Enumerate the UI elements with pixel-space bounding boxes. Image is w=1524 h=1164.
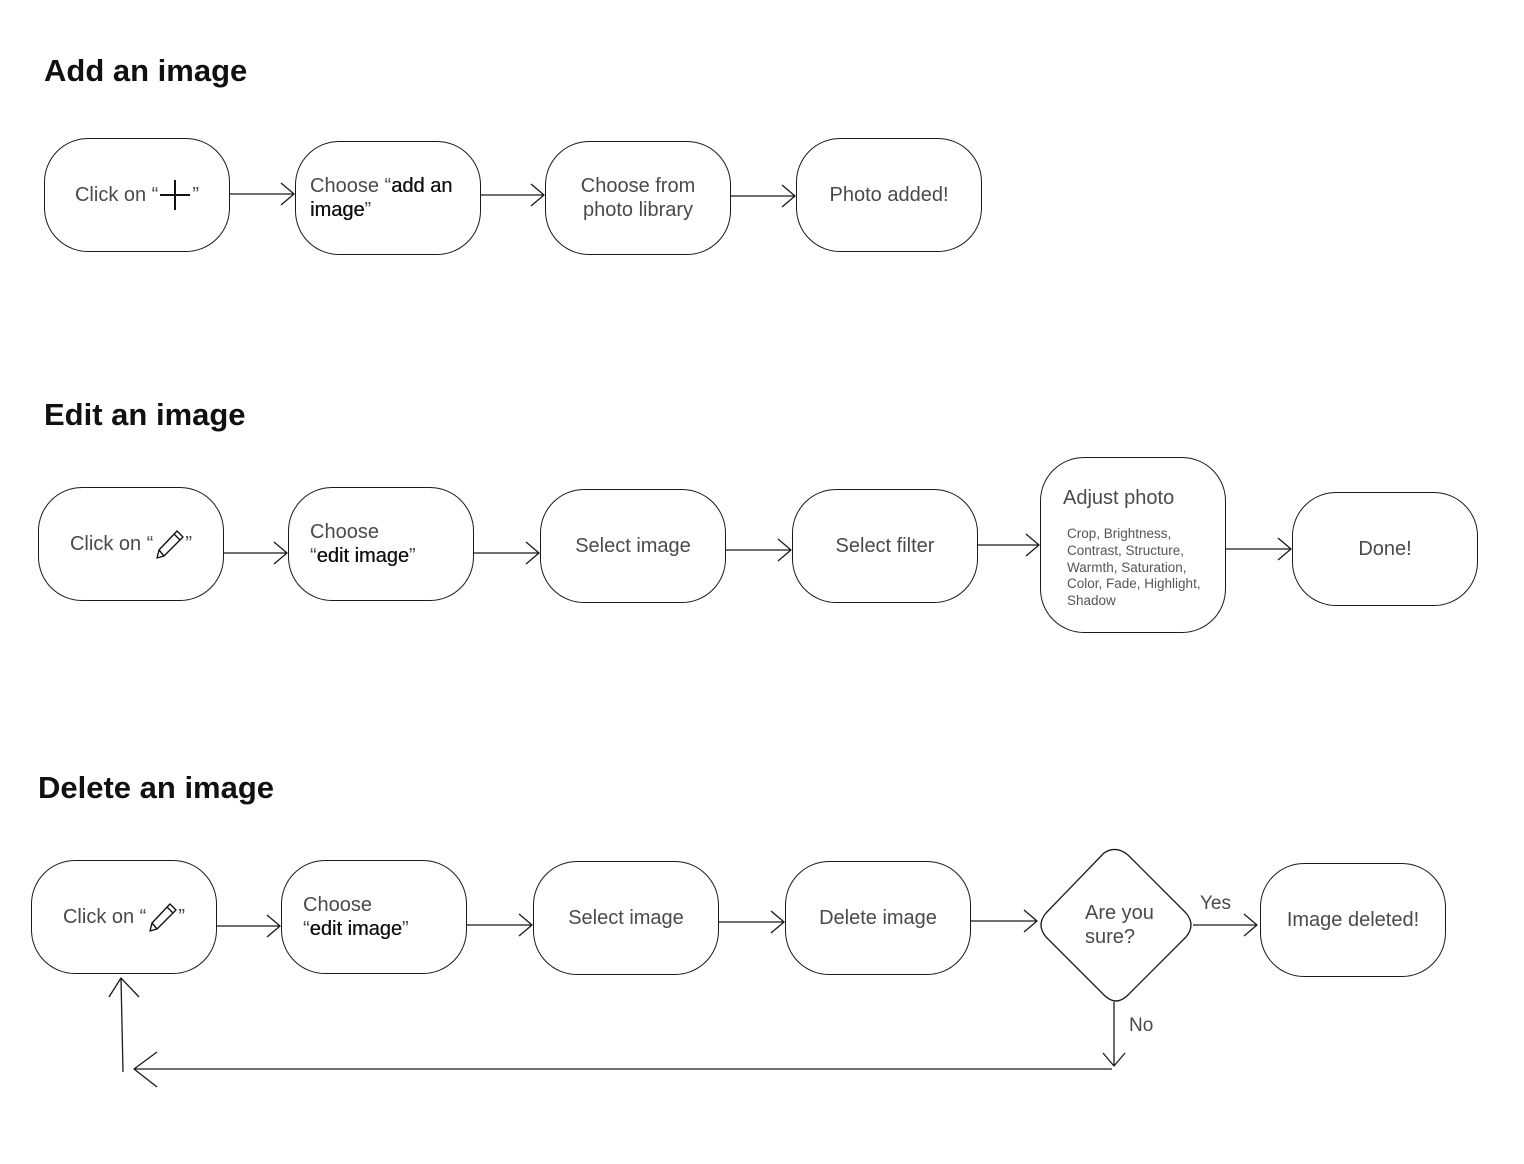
step-click-pencil: Click on “ ” (38, 487, 224, 601)
add-image-heading: Add an image (44, 53, 248, 88)
step-select-filter: Select filter (792, 489, 978, 603)
arrow-add-3 (730, 184, 796, 208)
yes-label: Yes (1200, 893, 1231, 914)
loop-up-arrow (108, 977, 140, 1073)
arrow-delete-3 (718, 910, 785, 934)
step-select-image: Select image (540, 489, 726, 603)
step-delete-click-pencil: Click on “ ” (31, 860, 217, 974)
arrow-edit-1 (222, 541, 288, 565)
step-choose-edit-image: Choose“edit image” (288, 487, 474, 601)
no-label: No (1129, 1015, 1154, 1036)
plus-icon (160, 180, 191, 210)
step-image-deleted: Image deleted! (1260, 863, 1446, 977)
arrow-edit-4 (976, 533, 1040, 557)
delete-image-heading: Delete an image (38, 770, 275, 805)
arrow-delete-1 (215, 914, 281, 938)
step-click-plus: Click on “ ” (44, 138, 230, 252)
step-done: Done! (1292, 492, 1478, 606)
decision-diamond (1040, 848, 1192, 1002)
step-delete-select-image: Select image (533, 861, 719, 975)
step-delete-choose-edit: Choose“edit image” (281, 860, 467, 974)
pencil-icon (149, 903, 178, 932)
loop-back-line (133, 1051, 1112, 1088)
arrow-delete-2 (466, 913, 533, 937)
step-adjust-photo: Adjust photo Crop, Brightness, Contrast,… (1040, 457, 1226, 633)
arrow-yes (1193, 913, 1258, 937)
pencil-icon (156, 530, 185, 559)
arrow-add-2 (480, 183, 545, 207)
arrow-delete-4 (970, 909, 1038, 933)
step-choose-add-image: Choose “add an image” (295, 141, 481, 255)
step-delete-image: Delete image (785, 861, 971, 975)
adjust-options: Crop, Brightness, Contrast, Structure, W… (1067, 526, 1201, 608)
edit-image-heading: Edit an image (44, 397, 246, 432)
arrow-edit-2 (472, 541, 540, 565)
arrow-edit-5 (1225, 537, 1292, 561)
arrow-edit-3 (725, 538, 792, 562)
arrow-no-down (1102, 1002, 1126, 1067)
step-choose-library: Choose from photo library (545, 141, 731, 255)
step-photo-added: Photo added! (796, 138, 982, 252)
arrow-add-1 (229, 182, 295, 206)
